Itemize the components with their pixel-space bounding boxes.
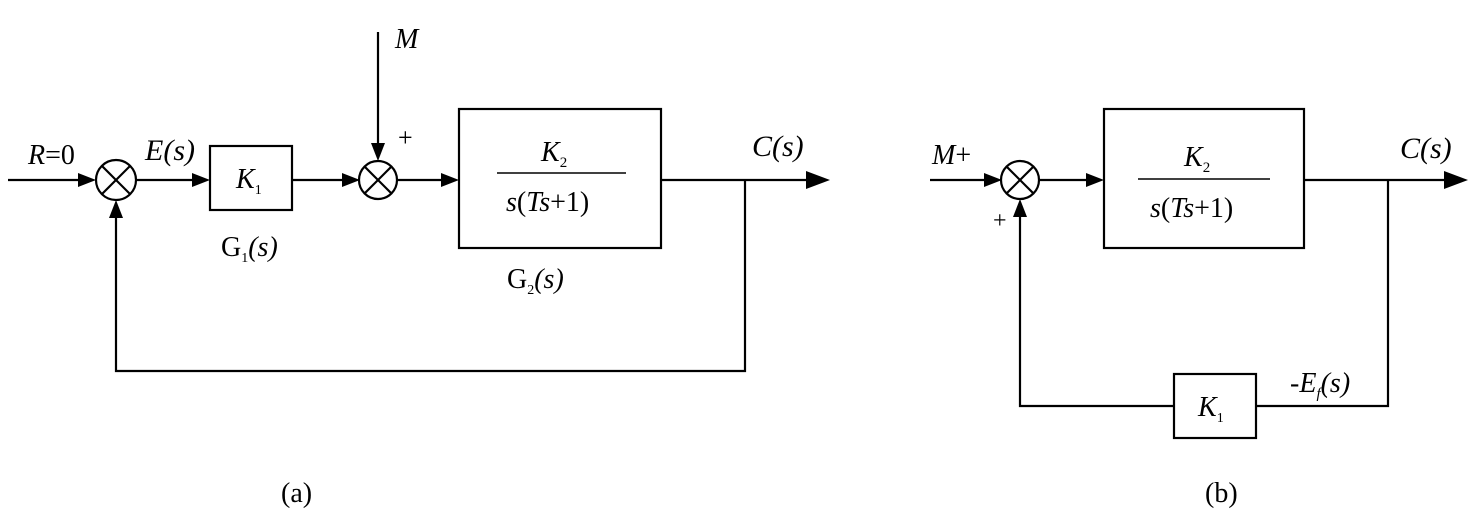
feedback-sign-b: + <box>993 208 1007 234</box>
arrow-output-b <box>1444 171 1468 189</box>
arrow-feedback-a <box>109 200 123 218</box>
arrow-to-plant-b <box>1086 173 1104 187</box>
diagram-a: K1 R=0 E(s) G1(s) M + K2 s(Ts <box>8 24 830 509</box>
feedback-path-b-left <box>1018 203 1174 408</box>
caption-a: (a) <box>281 478 312 509</box>
g2-label: G2(s) <box>507 264 564 298</box>
tf-numerator-b: K2 <box>1183 142 1210 176</box>
g2-block-a <box>457 107 663 250</box>
diagram-b: M+ + K2 s(Ts+1) C(s) K1 -Ef(s) (b) <box>930 107 1468 509</box>
tf-numerator-a: K2 <box>540 137 567 171</box>
arrow-disturbance <box>371 143 385 161</box>
disturbance-label: M <box>394 24 420 55</box>
output-label-b: C(s) <box>1400 132 1452 165</box>
k1-block-a <box>208 144 294 212</box>
summing-junction-2 <box>357 159 399 201</box>
disturbance-sign: + <box>398 123 413 152</box>
summing-junction-1 <box>94 158 138 202</box>
output-label-a: C(s) <box>752 130 804 163</box>
arrow-to-k1 <box>192 173 210 187</box>
feedback-path-a <box>114 180 747 373</box>
error-label: E(s) <box>144 134 195 167</box>
tf-denominator-b: s(Ts+1) <box>1150 193 1233 224</box>
arrow-output-a <box>806 171 830 189</box>
arrow-feedback-b <box>1013 199 1027 217</box>
k1-label-a: K1 <box>235 164 262 198</box>
arrow-input-b <box>984 173 1002 187</box>
arrow-to-sum2 <box>342 173 360 187</box>
feedback-signal-label-b: -Ef(s) <box>1290 368 1350 402</box>
arrow-to-g2 <box>441 173 459 187</box>
g1-label: G1(s) <box>221 232 278 266</box>
caption-b: (b) <box>1205 478 1238 509</box>
tf-denominator-a: s(Ts+1) <box>506 187 589 218</box>
summing-junction-b <box>999 159 1041 201</box>
input-label-b: M+ <box>931 140 971 171</box>
input-label-a: R=0 <box>27 140 75 171</box>
arrow-input-a <box>78 173 96 187</box>
feedback-path-b-right <box>1256 180 1390 408</box>
k1-label-b: K1 <box>1197 392 1224 426</box>
